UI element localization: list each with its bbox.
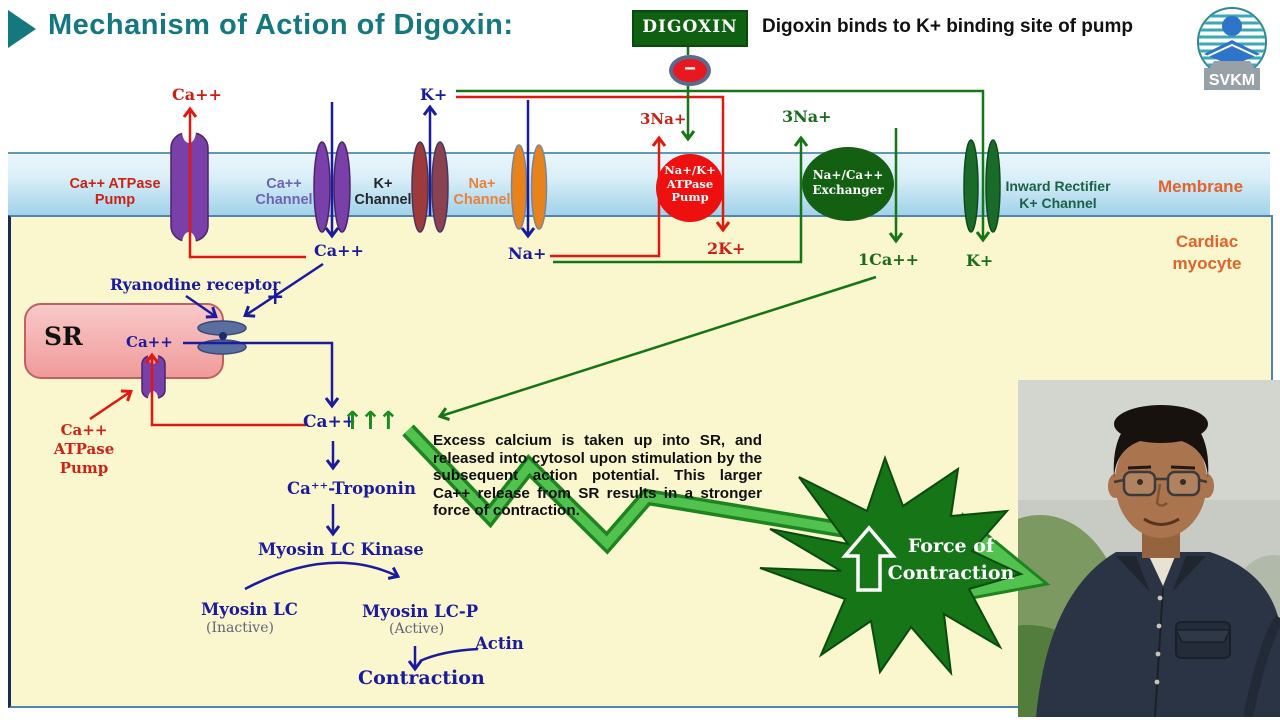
ion-k-out: K+ [420, 85, 448, 104]
k-channel-shape [411, 141, 449, 233]
myosin-lc-kinase-label: Myosin LC Kinase [258, 540, 424, 559]
ion-3na-exchanger: 3Na+ [782, 107, 832, 126]
ion-ca-out: Ca++ [172, 85, 222, 104]
svkm-logo: SVKM [1190, 4, 1274, 92]
ca-channel-shape [313, 141, 351, 233]
nak-atpase-pump-shape [656, 154, 724, 222]
myosin-lc-state: (Inactive) [206, 620, 274, 636]
inhibition-minus-icon: − [669, 55, 711, 86]
digoxin-box: DIGOXIN [632, 10, 748, 47]
na-channel-label: Na+Channel [453, 176, 511, 208]
svkm-logo-text: SVKM [1209, 72, 1255, 89]
myosin-lc-label: Myosin LC [201, 600, 298, 619]
ca-channel-label: Ca++Channel [255, 176, 313, 208]
sr-ca-atpase-pump-shape [141, 348, 166, 407]
ion-2k-in: 2K+ [707, 239, 746, 258]
page-title: Mechanism of Action of Digoxin: [48, 9, 514, 41]
ion-k-inward: K+ [966, 251, 994, 270]
force-starburst [759, 455, 1024, 677]
digoxin-note: Digoxin binds to K+ binding site of pump [762, 16, 1134, 37]
sr-ca-label: Ca++ [126, 333, 173, 351]
ryanodine-receptor-label: Ryanodine receptor [110, 275, 281, 294]
cell-membrane-band [8, 152, 1270, 223]
sr-label: SR [44, 322, 83, 351]
red-ion-paths [89, 95, 731, 427]
ion-ca-in: Ca++ [314, 241, 364, 260]
plus-sign: + [266, 284, 285, 310]
force-up-arrow-icon [841, 525, 897, 592]
ca-troponin-label: Ca⁺⁺-Troponin [287, 479, 416, 498]
presenter-photo-art [1018, 380, 1280, 717]
myosin-lcp-state: (Active) [389, 621, 445, 637]
myosin-lcp-label: Myosin LC-P [362, 602, 479, 621]
cytosolic-ca-label: Ca++ [303, 412, 357, 432]
naca-exchanger-label: Na+/Ca++Exchanger [812, 168, 884, 197]
naca-exchanger-shape [802, 147, 894, 221]
excess-calcium-note: Excess calcium is taken up into SR, and … [433, 432, 762, 519]
svkm-logo-art: SVKM [1197, 7, 1267, 90]
contraction-label: Contraction [358, 667, 485, 689]
actin-label: Actin [475, 634, 524, 653]
green-ion-paths [437, 45, 991, 422]
inward-rectifier-shape [963, 139, 1001, 233]
ion-3na-pump: 3Na+ [640, 110, 687, 128]
bullet-triangle-icon [8, 10, 36, 48]
presenter-photo [1018, 380, 1280, 717]
na-channel-shape [510, 144, 548, 230]
ion-na-in: Na+ [508, 244, 547, 263]
ca-increase-arrows-icon: ↑↑↑ [342, 406, 399, 435]
membrane-label: Membrane [1158, 177, 1244, 196]
k-channel-label: K+Channel [354, 176, 412, 208]
ion-1ca-in: 1Ca++ [858, 250, 920, 269]
blue-ion-paths [183, 100, 536, 672]
